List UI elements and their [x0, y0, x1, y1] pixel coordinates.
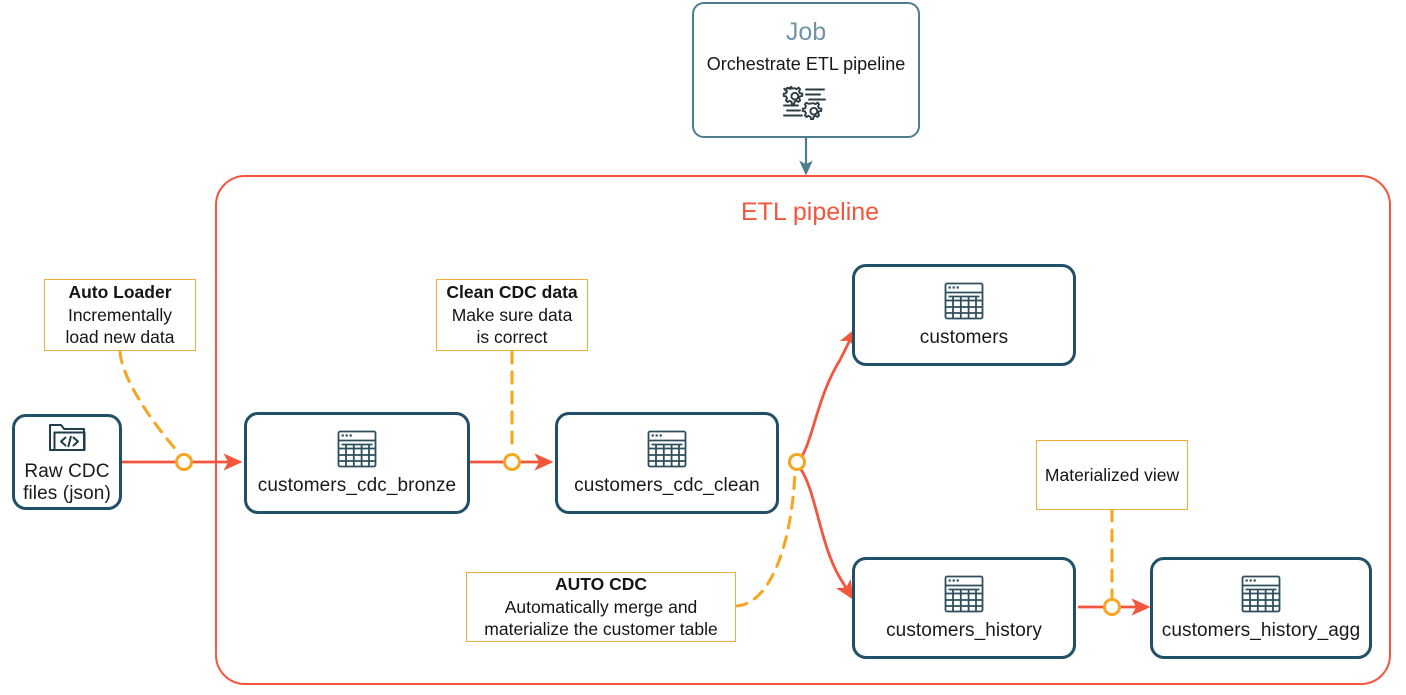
- node-label: customers_cdc_bronze: [257, 475, 457, 497]
- job-box[interactable]: Job Orchestrate ETL pipeline: [692, 2, 920, 138]
- node-customers-history[interactable]: customers_history: [852, 557, 1076, 659]
- note-line: Make sure data: [451, 304, 573, 325]
- node-customers-history-agg[interactable]: customers_history_agg: [1150, 557, 1372, 659]
- table-icon: [943, 281, 985, 321]
- node-label: customers_history_agg: [1161, 620, 1361, 642]
- node-label: customers: [919, 327, 1009, 349]
- note-line: is correct: [476, 327, 548, 348]
- note-line: AUTO CDC: [554, 574, 648, 595]
- note-line: Automatically merge and: [504, 596, 698, 617]
- note-line: Clean CDC data: [446, 282, 578, 303]
- node-label: customers_cdc_clean: [574, 475, 760, 497]
- job-subtitle: Orchestrate ETL pipeline: [706, 54, 906, 74]
- node-customers-cdc-clean[interactable]: customers_cdc_clean: [555, 412, 779, 514]
- etl-pipeline-frame: [215, 175, 1391, 685]
- etl-pipeline-title: ETL pipeline: [741, 198, 880, 226]
- note-materialized-view: Materialized view: [1036, 440, 1188, 510]
- job-title: Job: [785, 18, 827, 46]
- gears-icon: [780, 83, 832, 123]
- table-icon: [336, 429, 378, 469]
- node-customers[interactable]: customers: [852, 264, 1076, 366]
- table-icon: [1240, 574, 1282, 614]
- node-customers-cdc-bronze[interactable]: customers_cdc_bronze: [244, 412, 470, 514]
- note-line: materialize the customer table: [484, 619, 718, 640]
- note-line: Materialized view: [1044, 464, 1180, 485]
- note-clean-cdc-data: Clean CDC data Make sure data is correct: [436, 279, 588, 351]
- table-icon: [943, 574, 985, 614]
- node-label: customers_history: [886, 620, 1042, 642]
- note-line: Auto Loader: [68, 282, 172, 303]
- folder-code-icon: [45, 419, 89, 455]
- note-line: load new data: [65, 327, 175, 348]
- note-auto-cdc: AUTO CDC Automatically merge and materia…: [466, 572, 736, 642]
- junction-auto-loader: [174, 452, 194, 472]
- note-line: Incrementally: [67, 304, 173, 325]
- table-icon: [646, 429, 688, 469]
- note-auto-loader: Auto Loader Incrementally load new data: [44, 279, 196, 351]
